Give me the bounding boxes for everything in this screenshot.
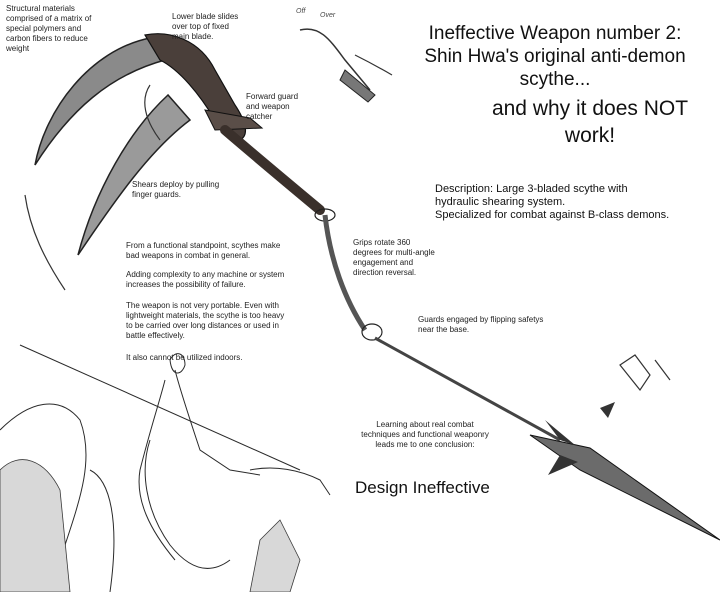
forward-guard — [204, 109, 264, 131]
weapon-description: Description: Large 3-bladed scythe with … — [435, 183, 670, 221]
note-shears: Shears deploy by pulling finger guards. — [132, 180, 220, 199]
body-paragraph-4: It also cannot be utilized indoors. — [126, 353, 243, 362]
page-title: Ineffective Weapon number 2: Shin Hwa's … — [424, 23, 686, 90]
note-lower-blade: Lower blade slides over top of fixed mai… — [172, 12, 239, 41]
lower-blade — [77, 93, 192, 256]
rock-sketch — [0, 459, 301, 592]
spear-tip — [529, 434, 720, 541]
detail-sketch-grip — [339, 69, 376, 103]
shaft-upper — [220, 125, 325, 215]
character-sketch — [0, 344, 331, 592]
spear-barb — [545, 420, 575, 445]
motion-arrow-left — [24, 194, 66, 291]
conclusion-heading: Design Ineffective — [355, 478, 490, 497]
detail-sketch-top — [299, 28, 371, 91]
detail-sketch-arrow — [600, 402, 615, 418]
body-paragraph-3: The weapon is not very portable. Even wi… — [126, 301, 285, 340]
sketch-label-off: Off — [296, 8, 306, 15]
page-subtitle: and why it does NOT work! — [491, 97, 689, 147]
detail-sketch-right — [619, 354, 671, 392]
note-structural: Structural materials comprised of a matr… — [6, 4, 92, 53]
motion-arrow-right — [354, 54, 393, 76]
body-paragraph-1: From a functional standpoint, scythes ma… — [126, 241, 281, 260]
body-paragraph-2: Adding complexity to any machine or syst… — [126, 270, 285, 289]
note-forward-guard: Forward guard and weapon catcher — [246, 92, 299, 121]
note-guards: Guards engaged by flipping safetys near … — [418, 315, 544, 334]
note-learning: Learning about real combat techniques an… — [361, 420, 489, 449]
lower-grip — [361, 323, 383, 341]
motion-arrow-mid — [144, 84, 161, 141]
spear-barb-lower — [548, 455, 578, 475]
main-blade — [34, 37, 167, 166]
shaft-lower — [374, 336, 561, 442]
shaft-middle — [322, 214, 368, 332]
note-grips: Grips rotate 360 degrees for multi-angle… — [353, 238, 435, 277]
sketch-label-over: Over — [320, 12, 336, 19]
